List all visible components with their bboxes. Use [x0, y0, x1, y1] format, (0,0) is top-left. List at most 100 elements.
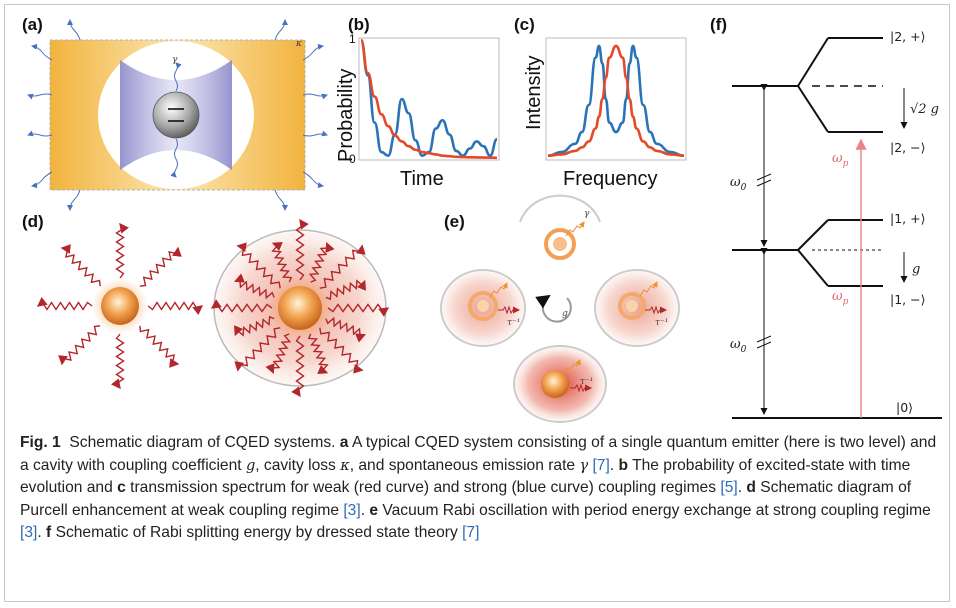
- omega0-label-lower: ω0: [730, 337, 747, 355]
- enhanced-emission-arrow: [234, 327, 281, 372]
- caption-a: a: [339, 434, 349, 451]
- chartC-series-1-line: [547, 44, 685, 157]
- photon-arrow-top: [565, 221, 585, 237]
- panel-d: (d): [22, 212, 390, 398]
- enhanced-emission-arrow: [307, 333, 329, 375]
- split-line-2plus: [797, 37, 829, 87]
- emitter-core-left: [477, 300, 489, 312]
- enhanced-emission-arrow: [236, 242, 281, 289]
- gamma-label-a: γ: [172, 55, 178, 65]
- caption-text-a1: A typical CQED system consisting of a si…: [20, 434, 937, 474]
- enhanced-emission-arrow: [327, 303, 390, 317]
- caption-text-b: The probability of excited-state with ti…: [20, 456, 911, 497]
- figure-panels: (a) γ κ: [22, 15, 942, 423]
- caption-sym-g: g: [245, 457, 256, 474]
- caption-sym-gamma: γ: [579, 457, 589, 474]
- cavity-decay-arrow-bottom: [570, 383, 592, 393]
- cavity-arc-top: [519, 194, 601, 223]
- photon-emission-arrow: [36, 296, 93, 311]
- caption-text-a3: , and spontaneous emission rate: [349, 456, 576, 474]
- free-space-emitter: [36, 222, 204, 390]
- emitter-sphere: [101, 287, 139, 325]
- caption-fig-number: Fig. 1: [20, 434, 61, 451]
- enhanced-emission-arrow: [265, 333, 292, 374]
- photon-arrow-left: [489, 282, 508, 298]
- emitter-core-top: [553, 237, 567, 251]
- chart-c-series: [547, 44, 685, 157]
- photon-arrow-bottom: [562, 359, 581, 375]
- emitter-bottom: [541, 370, 569, 398]
- photon-emission-arrow: [147, 301, 204, 316]
- photon-arrow-right: [639, 281, 658, 297]
- enhanced-emission-arrow: [319, 327, 364, 374]
- emitter-ring-top: [544, 228, 576, 260]
- enhanced-emission-arrow: [295, 218, 309, 281]
- state-1plus: |1, +⟩: [890, 211, 925, 226]
- panel-f: (f) |2, +⟩ |2, −⟩ √2 g |1, +⟩ |1, −⟩ g: [710, 15, 942, 419]
- split2-label: √2 g: [910, 102, 939, 117]
- panel-e: (e) γ τ⁻¹ τ⁻¹ τ⁻¹: [440, 194, 680, 423]
- caption-c: c: [117, 479, 126, 497]
- axis-break-marks: [756, 173, 772, 349]
- chart-b-ytick-0: 0: [349, 152, 356, 166]
- panel-b: (b) Probability Time 1 0: [335, 15, 500, 190]
- caption-text-e: Vacuum Rabi oscillation with period ener…: [382, 501, 931, 519]
- caption-text-a2: , cavity loss: [255, 456, 336, 474]
- chartB-series-0-line: [359, 38, 498, 157]
- chart-c-xlabel: Frequency: [563, 168, 658, 190]
- tau-e-right: τ⁻¹: [655, 318, 668, 328]
- enhanced-emission-arrow: [325, 279, 367, 301]
- caption-ref-7b[interactable]: [7]: [462, 524, 480, 542]
- enhanced-emission-arrow: [319, 244, 366, 289]
- caption-ref-3a[interactable]: [3]: [343, 501, 361, 519]
- chart-c-ylabel: Intensity: [523, 56, 545, 130]
- caption-b: b: [618, 456, 628, 474]
- panel-f-label: (f): [710, 15, 727, 34]
- cavity-emitter-sphere: [278, 286, 322, 330]
- cavity-loss-arrows: [27, 19, 328, 211]
- state-1minus: |1, −⟩: [890, 292, 925, 307]
- chartC-series-0-line: [547, 44, 685, 157]
- spontaneous-emission-arrow-down: [170, 138, 178, 178]
- chart-b-frame: [358, 37, 500, 161]
- panel-e-label: (e): [444, 212, 465, 231]
- caption-d: d: [746, 479, 756, 497]
- enhanced-emission-arrow: [291, 335, 305, 398]
- panel-c: (c) Intensity Frequency: [514, 15, 687, 190]
- enhanced-emission-arrow: [233, 315, 275, 337]
- emitter-ring-right: [618, 292, 646, 320]
- enhanced-emission-arrow: [325, 316, 366, 343]
- chart-c-frame: [545, 37, 687, 161]
- chart-b-xlabel: Time: [400, 168, 444, 190]
- split1-label: g: [912, 262, 920, 277]
- chart-b-ylabel: Probability: [335, 69, 357, 162]
- panel-a-label: (a): [22, 15, 43, 34]
- caption-ref-7a[interactable]: [7]: [592, 456, 610, 474]
- photon-emission-arrow: [139, 325, 180, 368]
- panel-c-label: (c): [514, 15, 535, 34]
- caption-sym-kappa: κ: [340, 457, 350, 474]
- cavity-decay-arrow-right: [645, 305, 667, 315]
- figure-caption: Fig. 1 Schematic diagram of CQED systems…: [20, 434, 937, 542]
- caption-ref-3b[interactable]: [3]: [20, 524, 38, 542]
- spontaneous-emission-arrow-up: [174, 62, 182, 92]
- split-line-2minus: [797, 85, 829, 133]
- state-2plus: |2, +⟩: [890, 29, 925, 44]
- gamma-e-top: γ: [584, 209, 590, 219]
- enhanced-emission-arrow: [210, 299, 273, 313]
- kappa-label-a: κ: [295, 39, 302, 49]
- chartB-series-1-line: [359, 38, 498, 160]
- caption-text-f: Schematic of Rabi splitting energy by dr…: [55, 524, 458, 542]
- emitter-ring-left: [468, 291, 498, 321]
- figure-frame: [4, 4, 950, 602]
- caption-f: f: [46, 524, 52, 542]
- caption-ref-5[interactable]: [5]: [720, 479, 738, 497]
- chart-b-series: [359, 38, 498, 160]
- photon-emission-arrow: [115, 222, 130, 279]
- caption-e: e: [369, 501, 379, 519]
- caption-text-d: Schematic diagram of Purcell enhancement…: [20, 479, 912, 519]
- photon-emission-arrow: [110, 333, 125, 390]
- caption-text-c: transmission spectrum for weak (red curv…: [130, 479, 717, 497]
- omegap-label-lower: ωp: [832, 289, 849, 307]
